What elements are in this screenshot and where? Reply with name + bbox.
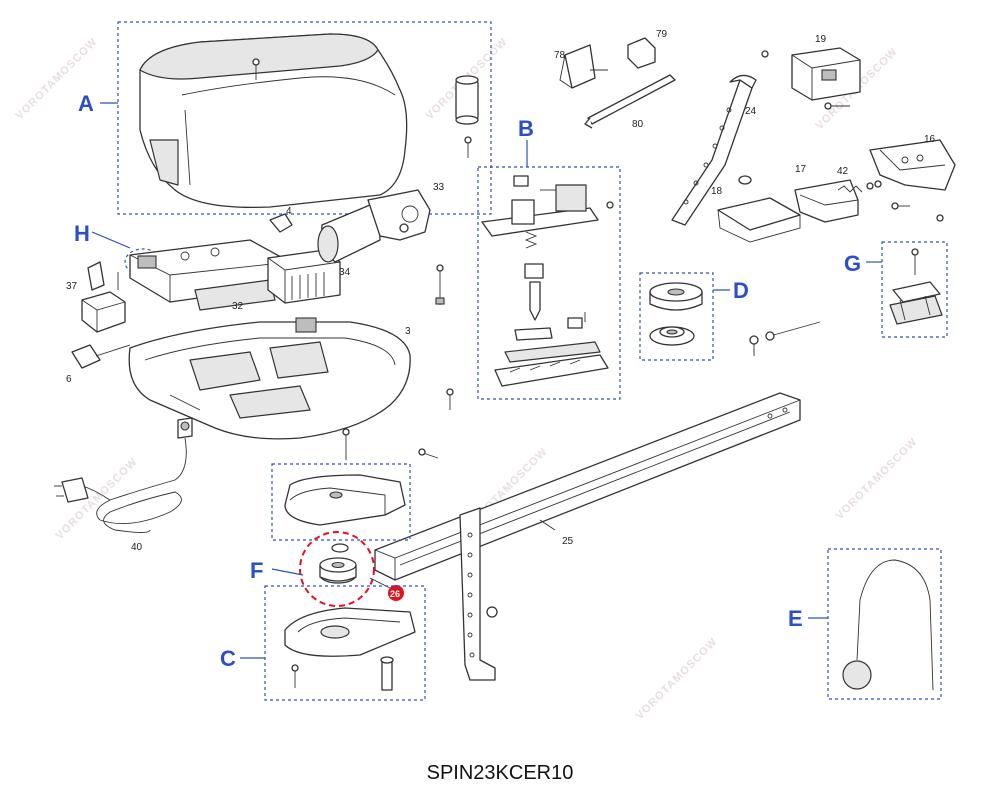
part-number-33: 33: [433, 182, 445, 193]
base-plate: [128, 317, 411, 440]
part-number-42: 42: [837, 166, 849, 177]
transformer: [267, 249, 341, 304]
rail-body: [374, 392, 801, 581]
model-code-caption: SPIN23KCER10: [426, 762, 574, 784]
rail: [374, 392, 801, 581]
group-h-control-board: H: [71, 189, 431, 369]
group-g-letter: G: [844, 251, 861, 276]
watermark: VOROTAMOSCOW: [834, 436, 920, 522]
cover-side-panel: [149, 139, 179, 186]
group-b-letter: B: [518, 116, 534, 141]
part-number-labels: 3 4 6 16 17 18 19 24 25 32 33 34 37 40 4…: [66, 29, 936, 553]
part-number-3: 3: [405, 326, 411, 337]
pulley-housing-top-box: [271, 463, 411, 541]
group-f-letter: F: [250, 558, 263, 583]
part-number-4: 4: [286, 206, 292, 217]
group-c-letter: C: [220, 646, 236, 671]
part-number-32: 32: [232, 301, 244, 312]
part-number-17: 17: [795, 164, 807, 175]
hanging-bracket: [459, 507, 498, 681]
part-number-40: 40: [131, 542, 143, 553]
group-a-cover: A: [78, 21, 492, 215]
part-number-19: 19: [815, 34, 827, 45]
pulley-housing-top: [271, 463, 411, 541]
lamp-cylinder: [455, 75, 479, 125]
plate-18: [717, 197, 801, 231]
power-cable: [54, 417, 193, 533]
fasteners: [342, 50, 944, 460]
group-e-box: [827, 548, 942, 700]
part-number-78: 78: [554, 50, 566, 61]
group-b-trolley: B: [477, 116, 621, 400]
part-number-24: 24: [745, 106, 757, 117]
part-number-34: 34: [339, 267, 351, 278]
brackets-17-18: [717, 175, 882, 243]
part-number-79: 79: [656, 29, 668, 40]
group-a-box: [117, 21, 492, 215]
group-b-box: [477, 166, 621, 400]
group-c-housing: C: [220, 585, 426, 701]
watermark: VOROTAMOSCOW: [634, 636, 720, 722]
door-arm: [671, 74, 757, 226]
base-plate-shell: [128, 321, 411, 440]
group-e-release-cable: E: [788, 548, 942, 700]
group-g-box: [881, 241, 948, 338]
group-d-gear: D: [639, 272, 749, 361]
connector-37: [81, 261, 126, 333]
motor: [317, 189, 431, 263]
cover-top: [139, 33, 379, 80]
group-a-letter: A: [78, 91, 94, 116]
part-number-37: 37: [66, 281, 78, 292]
group-f-sprocket: F 26: [250, 531, 404, 607]
ribbon-cable: [194, 279, 276, 311]
part-number-16: 16: [924, 134, 936, 145]
part-26-badge: [388, 585, 404, 601]
group-e-letter: E: [788, 606, 803, 631]
sprocket-highlight: [299, 531, 375, 607]
part-number-26: 26: [390, 589, 400, 599]
group-d-box: [639, 272, 714, 361]
group-c-box: [264, 585, 426, 701]
group-d-letter: D: [733, 278, 749, 303]
part-number-80: 80: [632, 119, 644, 130]
part-number-6: 6: [66, 374, 72, 385]
part-number-25: 25: [562, 536, 574, 547]
release-cable-loop: [856, 559, 934, 691]
bracket-4: [269, 213, 293, 233]
small-parts-78-80: [559, 37, 676, 129]
part-number-18: 18: [711, 186, 723, 197]
group-h-letter: H: [74, 221, 90, 246]
release-handle-ball: [842, 660, 872, 690]
hinge-16: [869, 139, 956, 191]
group-g-bracket: G: [844, 241, 948, 338]
power-plug: [61, 477, 89, 503]
tag-6: [71, 344, 101, 369]
bracket-19: [791, 47, 861, 110]
